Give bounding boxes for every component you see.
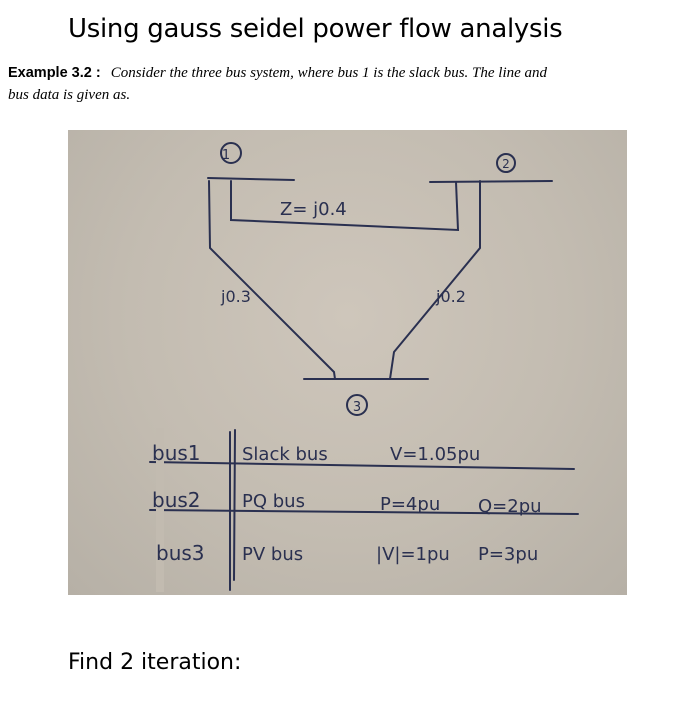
page-title: Using gauss seidel power flow analysis [68,14,563,44]
bus-1-bar [207,177,295,181]
bus-3-number: 3 [353,400,361,415]
row1-type: Slack bus [242,444,328,465]
line-2-3-impedance: j0.2 [435,287,466,306]
line-1-3 [208,180,336,380]
row2-spec1: P=4pu [380,494,440,515]
row1-bus: bus1 [152,441,201,465]
row3-bus: bus3 [156,541,205,565]
handwritten-photo: 1 2 3 Z= j0.4 j0.3 j0.2 bus1 Slack bus V… [68,130,627,595]
example-statement: Example 3.2 : Consider the three bus syst… [8,62,698,106]
bus-2-circle [496,153,516,173]
bus-1-number: 1 [222,148,230,163]
row2-spec2: Q=2pu [478,496,542,517]
bus-3-circle [346,394,368,416]
bus-1-circle [220,142,242,164]
question-prompt: Find 2 iteration: [68,650,242,675]
row3-spec1: |V|=1pu [376,544,450,565]
example-label: Example 3.2 : [8,65,101,81]
row3-type: PV bus [242,544,303,565]
row2-type: PQ bus [242,491,305,512]
row2-bus: bus2 [152,488,201,512]
three-bus-diagram: 1 2 3 Z= j0.4 j0.3 j0.2 bus1 Slack bus V… [149,142,579,592]
line-1-3-impedance: j0.3 [220,287,251,306]
example-text-line2: bus data is given as. [8,87,131,103]
row1-spec1: V=1.05pu [390,444,480,465]
bus-2-bar [429,180,553,183]
table-rule-1 [149,461,575,470]
line-2-3 [389,180,481,380]
table-divider [233,429,236,581]
line-1-2 [230,180,460,232]
bus-2-number: 2 [502,157,510,171]
row3-spec2: P=3pu [478,544,538,565]
table-rule-2 [149,509,579,515]
example-text-line1: Consider the three bus system, where bus… [110,65,548,81]
line-1-2-impedance: Z= j0.4 [280,199,347,220]
